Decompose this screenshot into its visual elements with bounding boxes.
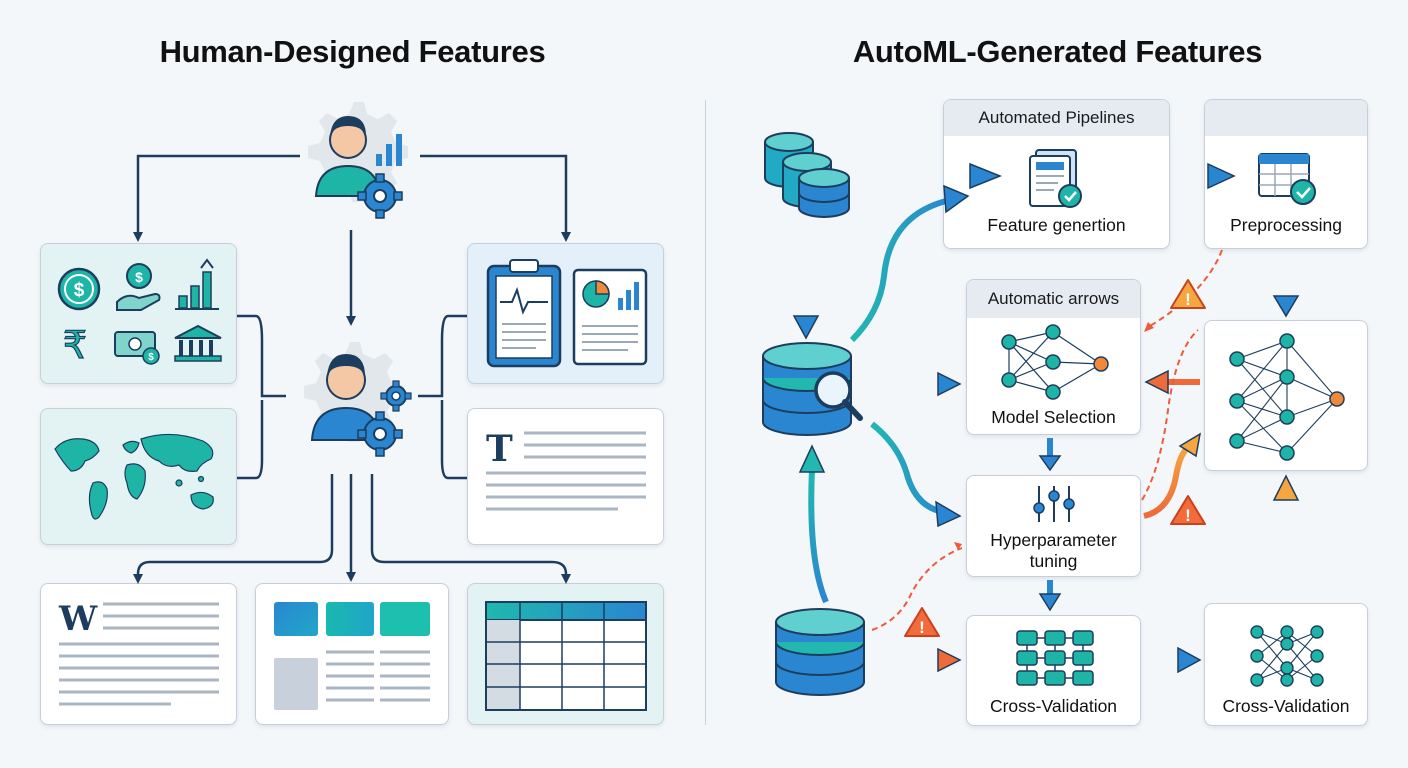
document-check-icon: [1029, 149, 1082, 208]
automatic-arrows-header: Automatic arrows: [967, 280, 1140, 318]
dashed-warning-line: [1149, 249, 1223, 327]
hyperparameter-label: Hyperparameter tuning: [990, 530, 1117, 571]
spreadsheet-check-icon: [1258, 153, 1316, 205]
neural-network-icon: [1001, 324, 1109, 400]
text-document-card: T: [467, 408, 664, 545]
warning-icon: !: [904, 607, 940, 637]
automated-pipelines-card: Automated Pipelines Feature genertion: [943, 99, 1170, 249]
finance-icons-card: $ $ ₹ $: [40, 243, 237, 384]
pie-report-icon: [572, 268, 648, 366]
preprocessing-card: Preprocessing: [1204, 99, 1368, 249]
preprocessing-label: Preprocessing: [1230, 215, 1342, 235]
text-document-icon: T: [486, 428, 646, 511]
dashed-warning-line: [1141, 329, 1199, 501]
word-document-icon: W: [58, 599, 219, 706]
cross-validation-label-2: Cross-Validation: [1222, 696, 1350, 716]
clipboard-card: [467, 243, 664, 384]
layout-blocks-icon: [274, 602, 430, 710]
cross-validation-label: Cross-Validation: [989, 696, 1118, 716]
svg-text:!: !: [1185, 506, 1191, 525]
warning-icon: !: [1170, 495, 1206, 525]
word-document-card: W: [40, 583, 237, 725]
preprocessing-header: [1205, 100, 1367, 136]
network-card: [1204, 320, 1368, 471]
svg-text:T: T: [486, 428, 513, 470]
center-divider: [705, 100, 706, 725]
hyperparameter-card: Hyperparameter tuning: [966, 475, 1141, 577]
dashed-warning-line: [871, 547, 963, 631]
layout-blocks-card: [255, 583, 449, 725]
cross-validation-card-2: Cross-Validation: [1204, 603, 1368, 726]
clipboard-chart-icon: [486, 259, 562, 368]
svg-text:W: W: [58, 599, 98, 639]
database-search-icon: [762, 342, 863, 436]
table-card: [467, 583, 664, 725]
world-map-icon: [54, 433, 214, 520]
cash-icon: $: [114, 331, 160, 365]
svg-text:!: !: [1185, 290, 1191, 309]
cross-validation-card: Cross-Validation: [966, 615, 1141, 726]
automated-pipelines-header: Automated Pipelines: [944, 100, 1169, 136]
sliders-icon: [1033, 486, 1075, 522]
neural-network-icon: [1229, 333, 1345, 461]
database-icon: [775, 608, 865, 696]
database-icon: [764, 132, 850, 218]
svg-text:$: $: [74, 280, 85, 301]
money-hand-icon: $: [116, 263, 161, 311]
right-title: AutoML-Generated Features: [852, 34, 1263, 69]
dollar-coin-icon: $: [57, 267, 101, 311]
pipeline-nodes-icon: [1016, 630, 1094, 686]
bar-chart-icon: [175, 258, 219, 310]
table-icon: [485, 601, 647, 711]
svg-text:₹: ₹: [63, 323, 87, 367]
bank-icon: [174, 324, 222, 362]
person-gear-icon: [304, 342, 412, 457]
model-selection-card: Automatic arrows Model Selection: [966, 279, 1141, 435]
world-map-card: [40, 408, 237, 545]
svg-text:!: !: [919, 618, 925, 637]
rupee-icon: ₹: [62, 322, 87, 367]
person-gear-icon: [308, 102, 408, 219]
svg-text:$: $: [135, 269, 143, 285]
left-title: Human-Designed Features: [159, 34, 546, 69]
warning-icon: !: [1170, 279, 1206, 309]
neural-network-icon: [1250, 625, 1324, 687]
feature-generation-label: Feature genertion: [987, 215, 1126, 235]
svg-text:$: $: [148, 352, 154, 363]
model-selection-label: Model Selection: [991, 407, 1116, 427]
